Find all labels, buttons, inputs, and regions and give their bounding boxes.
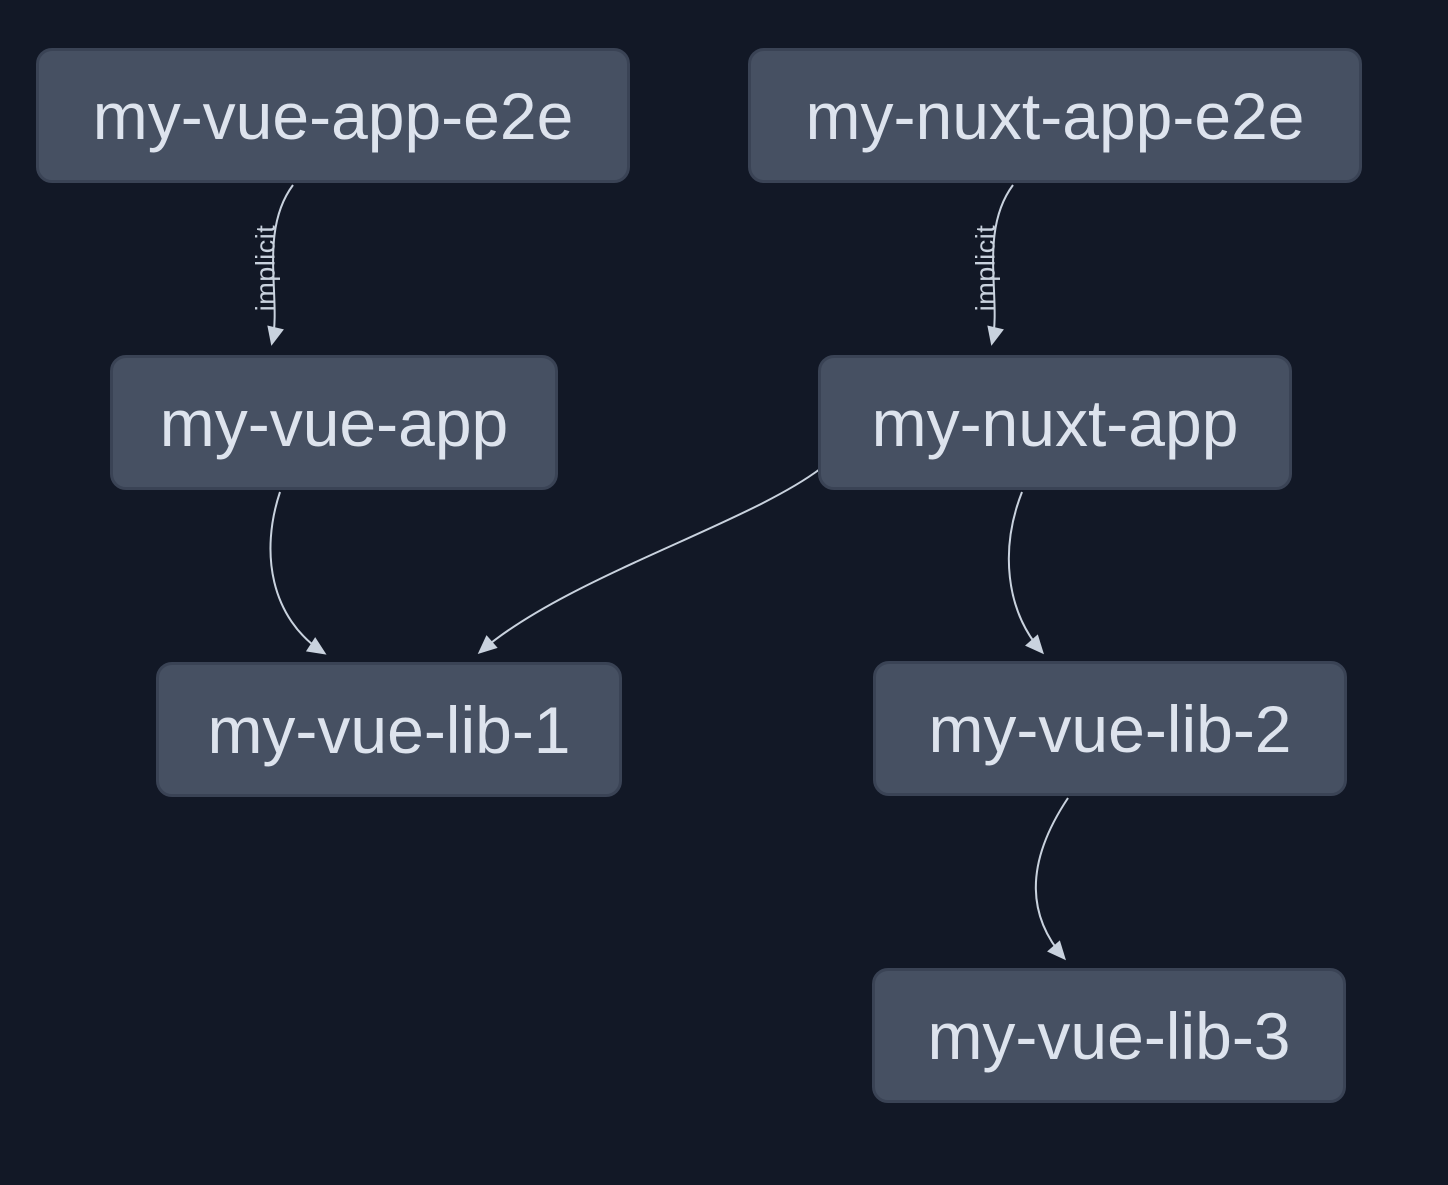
edge-my-vue-app-e2e-to-my-vue-app[interactable] xyxy=(267,184,294,346)
edge-my-nuxt-app-e2e-to-my-nuxt-app[interactable] xyxy=(987,184,1014,346)
node-my-vue-lib-2[interactable]: my-vue-lib-2 xyxy=(873,661,1347,796)
node-my-vue-lib-3[interactable]: my-vue-lib-3 xyxy=(872,968,1346,1103)
node-my-nuxt-app[interactable]: my-nuxt-app xyxy=(818,355,1292,490)
edge-my-vue-lib-2-to-my-vue-lib-3[interactable] xyxy=(1034,797,1069,961)
edge-my-nuxt-app-to-my-vue-lib-2[interactable] xyxy=(1007,491,1044,655)
edge-my-nuxt-app-to-my-vue-lib-1[interactable] xyxy=(477,468,821,654)
node-my-nuxt-app-e2e[interactable]: my-nuxt-app-e2e xyxy=(748,48,1362,183)
node-my-vue-app-e2e[interactable]: my-vue-app-e2e xyxy=(36,48,630,183)
edge-my-vue-app-to-my-vue-lib-1[interactable] xyxy=(269,491,327,655)
node-my-vue-app[interactable]: my-vue-app xyxy=(110,355,558,490)
node-my-vue-lib-1[interactable]: my-vue-lib-1 xyxy=(156,662,622,797)
